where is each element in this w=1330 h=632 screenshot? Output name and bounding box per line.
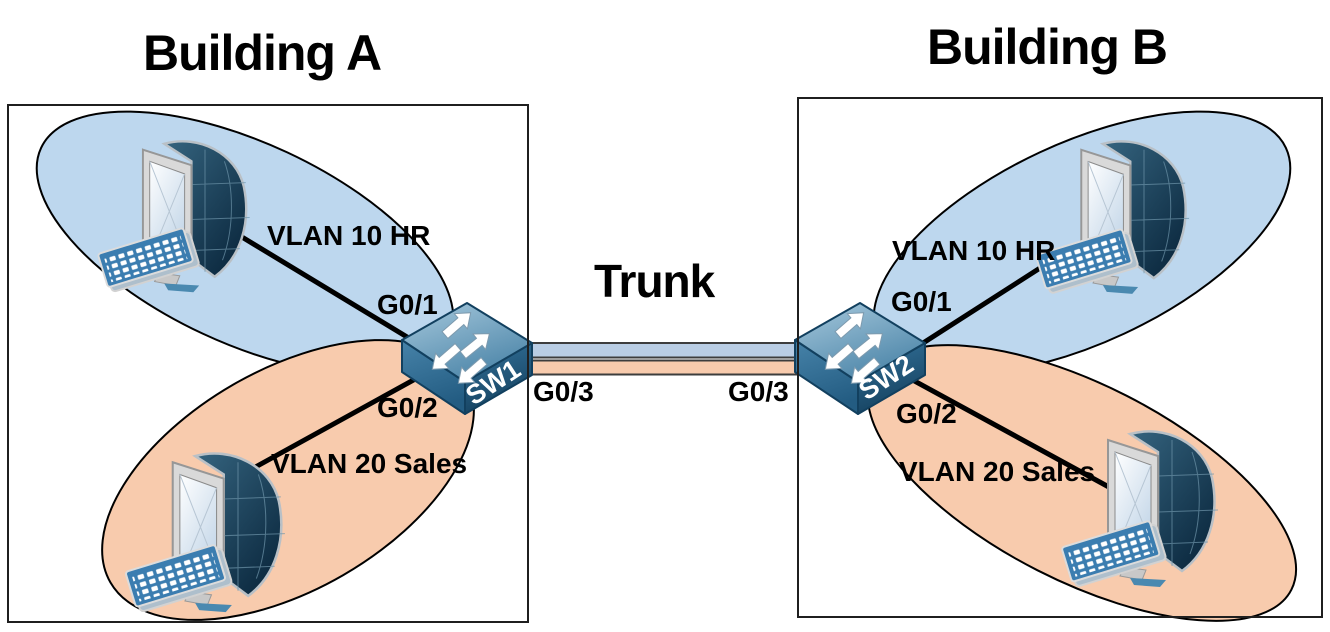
port-g02-b-label: G0/2 [896, 398, 957, 429]
vlan10-b-label: VLAN 10 HR [892, 235, 1056, 266]
building-b-box-border [797, 97, 1323, 618]
building-b-title: Building B [927, 19, 1168, 75]
port-g01-b-label: G0/1 [891, 286, 952, 317]
trunk-vlan20-bar [511, 359, 809, 376]
trunk-label: Trunk [594, 255, 715, 307]
building-a-title: Building A [143, 25, 382, 81]
vlan20-a-label: VLAN 20 Sales [271, 448, 468, 479]
building-a-box-border [7, 104, 529, 623]
vlan20-b-label: VLAN 20 Sales [899, 456, 1096, 487]
trunk-vlan10-bar [511, 342, 809, 359]
link-pc-a-vlan10-sw1 [234, 231, 415, 343]
port-g02-a-label: G0/2 [377, 392, 438, 423]
link-pc-a-vlan20-sw1 [247, 369, 431, 473]
vlan10-a-label: VLAN 10 HR [267, 220, 431, 251]
port-g01-a-label: G0/1 [377, 289, 438, 320]
link-pc-b-vlan20-sw2 [895, 369, 1121, 495]
trunk-port-a-label: G0/3 [533, 376, 594, 407]
trunk-port-b-label: G0/3 [728, 376, 789, 407]
